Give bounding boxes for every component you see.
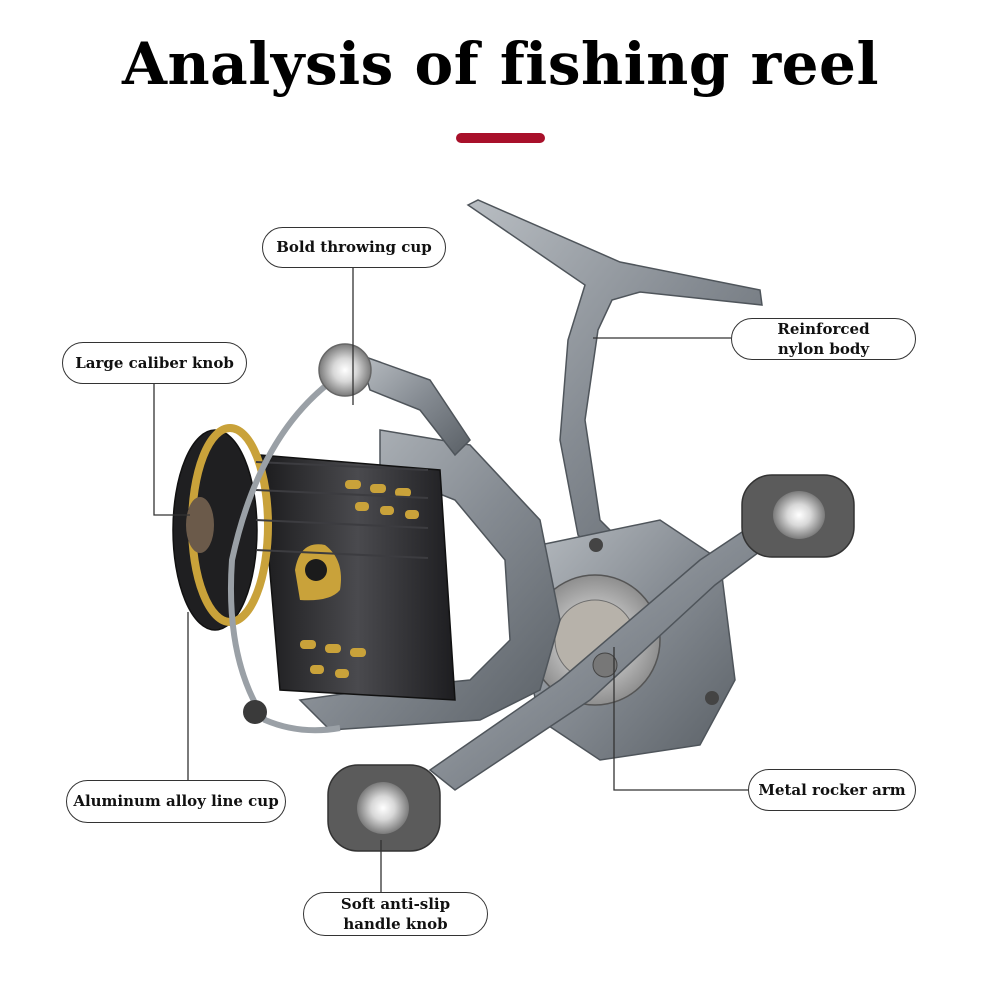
title-accent-bar — [456, 133, 545, 143]
callout-handle-knob-line1: Soft anti-slip — [340, 894, 451, 913]
rotor — [298, 353, 561, 731]
callout-caliber-knob-text: Large caliber knob — [75, 353, 234, 372]
callout-nylon-body: Reinforced nylon body — [731, 318, 916, 360]
handle-knob-lower — [327, 764, 441, 852]
callout-handle-knob: Soft anti-slip handle knob — [303, 892, 488, 936]
callout-handle-knob-line2: handle knob — [343, 915, 448, 933]
callout-line-cup-text: Aluminum alloy line cup — [73, 792, 279, 811]
reel-foot — [466, 199, 763, 576]
bail-wire — [227, 343, 372, 734]
callout-rocker-arm: Metal rocker arm — [748, 769, 916, 811]
callout-nylon-body-line1: Reinforced — [777, 319, 870, 338]
callout-caliber-knob: Large caliber knob — [62, 342, 247, 384]
page-title: Analysis of fishing reel — [122, 30, 879, 98]
callout-rocker-arm-text: Metal rocker arm — [758, 780, 906, 799]
leader-rocker-arm — [613, 647, 748, 791]
callout-line-cup: Aluminum alloy line cup — [66, 780, 286, 823]
callout-nylon-body-line2: nylon body — [777, 340, 870, 358]
callout-throwing-cup-text: Bold throwing cup — [276, 238, 432, 257]
spool — [172, 424, 456, 701]
handle-knob-upper — [741, 474, 855, 558]
callout-throwing-cup: Bold throwing cup — [262, 227, 446, 268]
leader-caliber-knob — [153, 384, 190, 516]
